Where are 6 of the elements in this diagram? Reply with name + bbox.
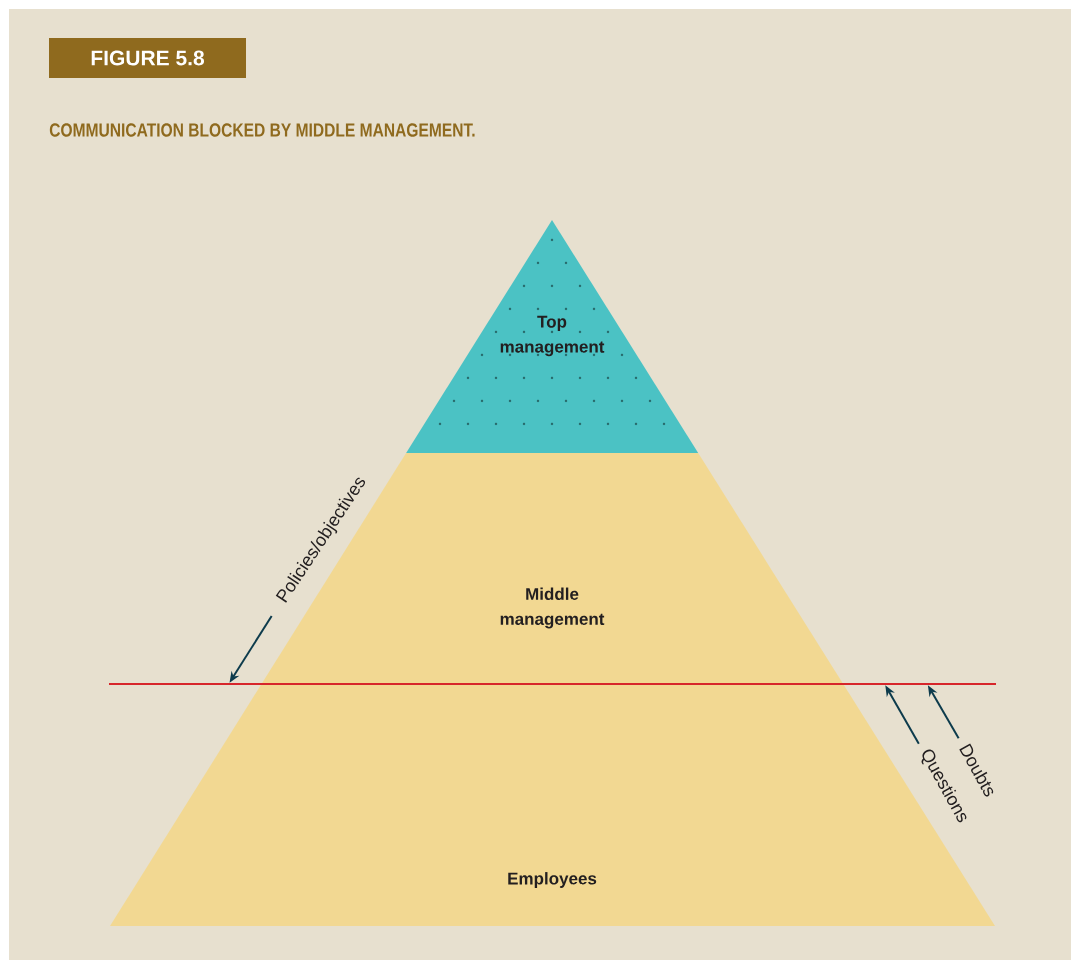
node-label: Middle management xyxy=(500,587,605,629)
figure-title: COMMUNICATION BLOCKED BY MIDDLE MANAGEMENT. xyxy=(49,123,475,137)
barrier-line xyxy=(109,682,996,686)
node-label: Employees xyxy=(508,872,597,888)
figure-badge: FIGURE 5.8 xyxy=(49,38,246,78)
pyramid-tier: Top management xyxy=(406,220,699,453)
